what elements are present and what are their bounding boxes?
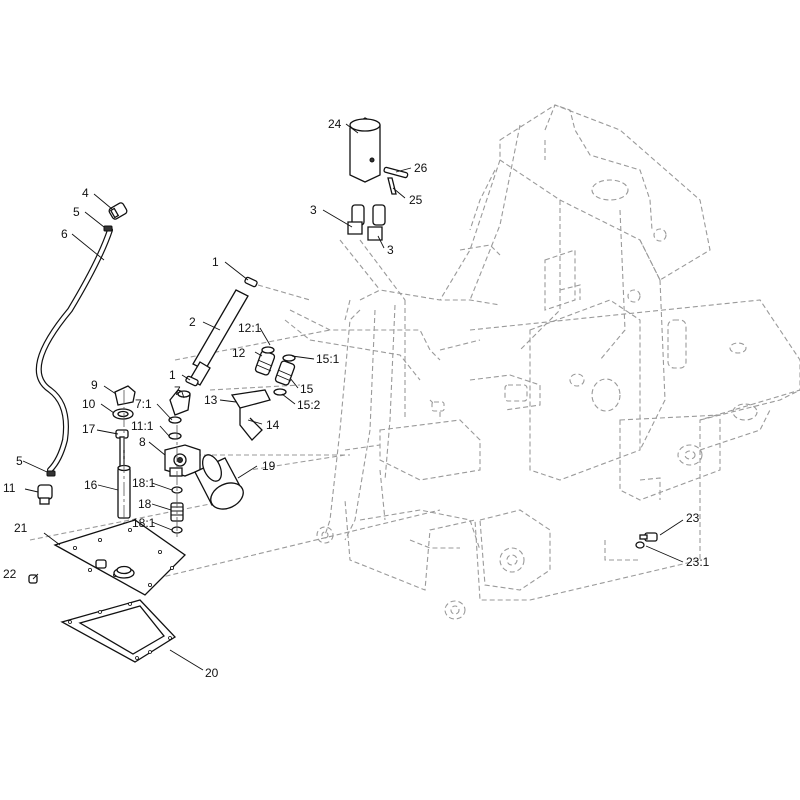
fitting-part-3-left	[347, 204, 365, 235]
callout-16: 16	[84, 478, 98, 492]
clip-part-25	[387, 177, 397, 195]
callout-11: 11	[3, 481, 16, 495]
callout-21: 21	[14, 521, 28, 535]
washer-part-23-1	[635, 541, 645, 549]
callout-5-lower: 5	[16, 454, 23, 468]
valve-part-15	[274, 360, 296, 386]
dipstick-part-17	[115, 429, 129, 468]
callout-1-lower: 1	[169, 368, 176, 382]
callout-7: 7	[174, 384, 181, 398]
hose-clamp-part-5-upper	[103, 225, 113, 232]
o-ring-part-7-1	[168, 416, 182, 424]
hose-fitting-part-11	[37, 484, 53, 505]
breather-cap-part-9	[114, 385, 136, 406]
hose-clamp-part-5-lower	[46, 470, 56, 477]
callout-7-1: 7:1	[135, 397, 152, 411]
fuel-hose-part-6	[35, 227, 113, 473]
shield-tube-part-24	[349, 117, 381, 183]
valve-fitting-part-15-2	[273, 388, 287, 396]
callout-23: 23	[686, 511, 700, 525]
callout-18-1-upper: 18:1	[132, 476, 156, 490]
callout-17: 17	[82, 422, 96, 436]
callout-11-1: 11:1	[131, 419, 154, 433]
callout-12-1: 12:1	[238, 321, 262, 335]
callout-12: 12	[232, 346, 246, 360]
callout-22: 22	[3, 567, 17, 581]
filter-head-part-8	[164, 444, 201, 477]
callout-20: 20	[205, 666, 219, 680]
pin-part-26	[383, 166, 409, 179]
callout-26: 26	[414, 161, 428, 175]
callout-9: 9	[91, 378, 98, 392]
callout-18: 18	[138, 497, 152, 511]
callout-13: 13	[204, 393, 218, 407]
gasket-part-10	[112, 408, 134, 420]
leader-lines	[22, 123, 684, 671]
callout-8: 8	[139, 435, 146, 449]
callout-2: 2	[189, 315, 196, 329]
callout-3-right: 3	[387, 243, 394, 257]
cover-plate-part-21	[53, 519, 187, 596]
callout-15: 15	[300, 382, 314, 396]
callout-24: 24	[328, 117, 342, 131]
callout-5-upper: 5	[73, 205, 80, 219]
callout-14: 14	[266, 418, 280, 432]
oil-filter-part-19	[194, 454, 244, 510]
callout-6: 6	[61, 227, 68, 241]
callout-1-upper: 1	[212, 255, 219, 269]
valve-fitting-part-12-1	[261, 346, 275, 354]
cylinder-part-2	[189, 289, 249, 386]
pin-part-1-lower	[185, 375, 199, 387]
hose-fitting-part-4	[108, 202, 128, 220]
valve-fitting-part-15-1	[282, 354, 296, 362]
o-ring-part-11-1	[168, 432, 182, 440]
callout-3-left: 3	[310, 203, 317, 217]
callout-15-1: 15:1	[316, 352, 340, 366]
callout-23-1: 23:1	[686, 555, 710, 569]
callout-25: 25	[409, 193, 423, 207]
callout-4: 4	[82, 186, 89, 200]
callout-19: 19	[262, 459, 276, 473]
fitting-part-3-right	[367, 204, 386, 241]
bolt-part-23	[639, 532, 658, 542]
elbow-fitting-part-7	[169, 389, 191, 416]
gasket-part-20	[60, 599, 177, 663]
callout-18-1-lower: 18:1	[132, 516, 156, 530]
machine-frame	[29, 104, 800, 620]
bracket-part-13	[230, 389, 271, 441]
callout-15-2: 15:2	[297, 398, 321, 412]
callout-10: 10	[82, 397, 96, 411]
callouts: 1 2 1 3 3 4 5 6 7 7:1 11:1 8 9 10 17 16 …	[3, 117, 710, 680]
